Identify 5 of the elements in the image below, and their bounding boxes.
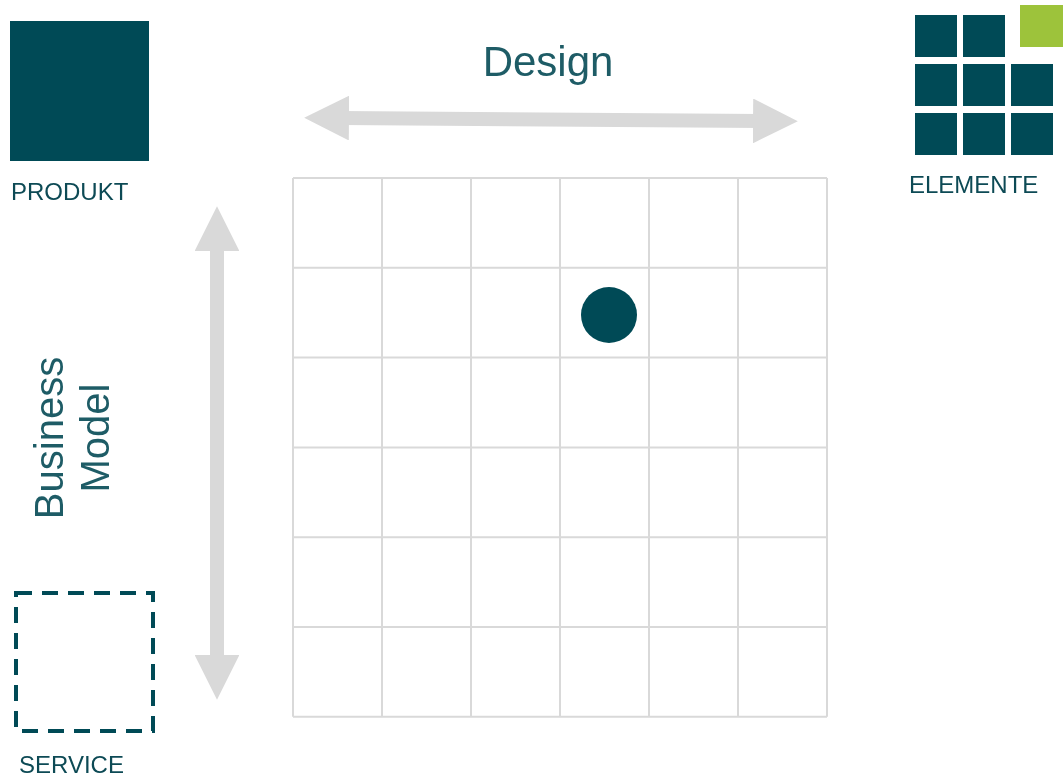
node-label: ELEMENTE — [909, 171, 1039, 199]
node-label: SERVICE — [19, 751, 124, 779]
axis-title: Business Model — [26, 355, 118, 522]
axis-title: Design — [481, 38, 615, 86]
node-label: PRODUKT — [11, 178, 129, 206]
